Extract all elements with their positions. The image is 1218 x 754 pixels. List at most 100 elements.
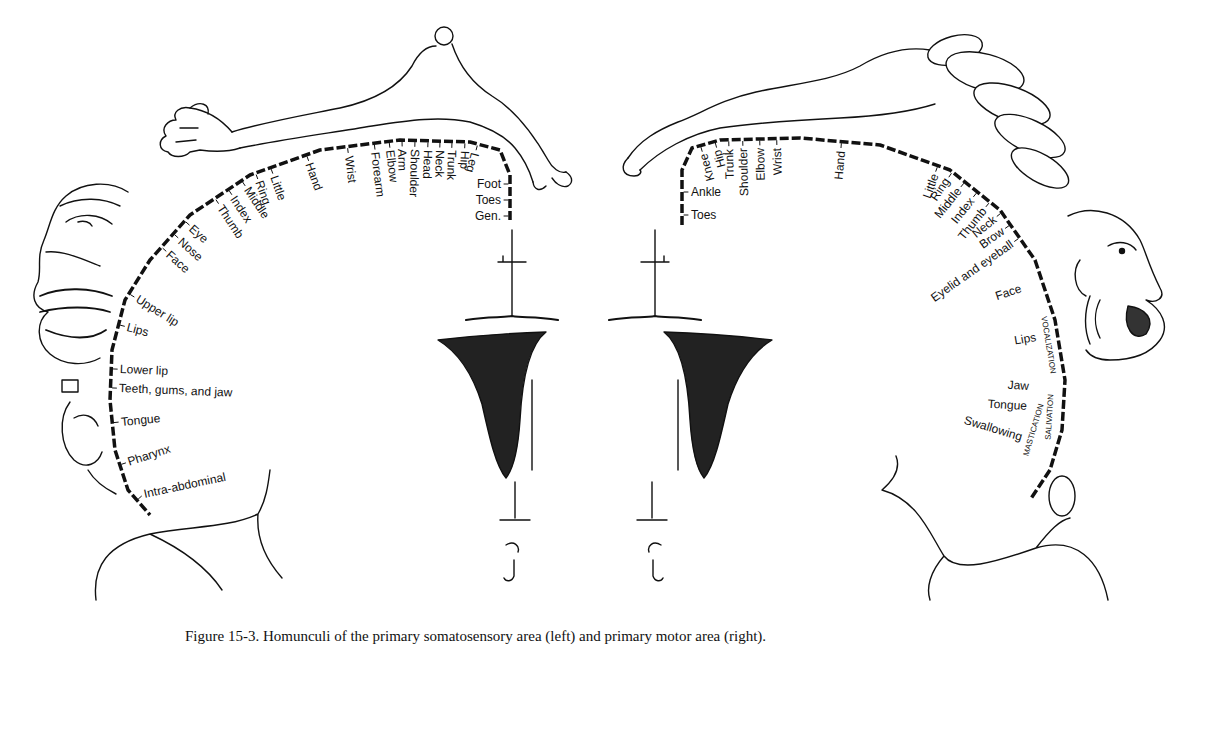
leader-tick bbox=[256, 175, 257, 179]
homunculus-foot bbox=[533, 172, 572, 189]
midline-line bbox=[500, 482, 530, 581]
homunculus-finger bbox=[1005, 140, 1074, 196]
midline-line bbox=[498, 230, 526, 316]
leader-tick bbox=[439, 143, 440, 147]
cortex-strip bbox=[682, 138, 1065, 500]
leader-tick bbox=[961, 183, 963, 186]
leader-tick bbox=[243, 182, 245, 185]
body-part-label: Neck bbox=[433, 150, 446, 178]
leader-tick bbox=[997, 214, 1000, 217]
leader-tick bbox=[684, 215, 688, 216]
body-part-label: Head bbox=[421, 150, 434, 179]
leader-tick bbox=[684, 192, 688, 193]
leader-tick bbox=[131, 295, 134, 297]
body-part-label: Teeth, gums, and jaw bbox=[119, 382, 233, 399]
septum-line bbox=[677, 380, 678, 470]
homunculus-body bbox=[640, 104, 935, 170]
body-part-label: Intra-abdominal bbox=[142, 471, 226, 500]
midline-line bbox=[641, 230, 669, 316]
homunculus-brow bbox=[60, 199, 120, 206]
homunculus-fingers bbox=[176, 104, 208, 142]
body-part-label: Wrist bbox=[343, 155, 358, 183]
homunculus-lips bbox=[40, 289, 112, 337]
homunculus-hand bbox=[160, 108, 240, 157]
body-part-label: Lower lip bbox=[120, 363, 168, 377]
leader-tick bbox=[216, 200, 218, 203]
homunculus-teeth bbox=[62, 380, 78, 392]
leader-tick bbox=[113, 368, 117, 369]
leader-tick bbox=[414, 142, 415, 146]
leader-tick bbox=[504, 184, 508, 185]
leader-tick bbox=[476, 146, 477, 150]
leader-tick bbox=[742, 141, 743, 145]
leader-tick bbox=[121, 325, 125, 326]
body-part-label: Shoulder bbox=[737, 148, 750, 196]
body-part-label: Trunk bbox=[445, 150, 458, 181]
body-part-label: Gen. bbox=[475, 210, 501, 222]
body-part-label: Lips bbox=[1013, 331, 1037, 346]
body-part-label: Hip bbox=[458, 151, 471, 170]
body-part-label: Trunk bbox=[723, 149, 736, 180]
leader-tick bbox=[402, 142, 403, 146]
body-part-label: Swallowing bbox=[963, 414, 1024, 443]
function-label: SALIVATION bbox=[1044, 394, 1055, 440]
body-part-label: Elbow bbox=[754, 148, 767, 181]
homunculus-body bbox=[232, 46, 436, 132]
leader-tick bbox=[114, 422, 118, 423]
homunculus-pharynx bbox=[88, 470, 116, 494]
leader-tick bbox=[229, 191, 231, 194]
body-part-label: Hand bbox=[304, 161, 325, 192]
body-part-label: Shoulder bbox=[407, 149, 420, 197]
leader-tick bbox=[347, 149, 348, 153]
midline-line bbox=[637, 482, 667, 581]
brain-outline bbox=[882, 456, 1108, 600]
homunculus-cheek bbox=[1086, 296, 1101, 344]
leader-tick bbox=[841, 144, 842, 148]
lateral-ventricle bbox=[438, 332, 546, 478]
leader-tick bbox=[1005, 226, 1008, 228]
homunculus-face bbox=[34, 184, 128, 363]
body-part-label: Toes bbox=[476, 194, 501, 206]
homunculus-foot bbox=[623, 158, 641, 176]
homunculus-pupil bbox=[1120, 249, 1125, 254]
leader-tick bbox=[464, 144, 465, 148]
homunculus-mouth bbox=[1126, 306, 1150, 336]
leader-tick bbox=[504, 216, 508, 217]
leader-tick bbox=[1015, 239, 1018, 241]
leader-tick bbox=[974, 193, 976, 196]
leader-tick bbox=[776, 141, 777, 145]
leader-tick bbox=[374, 145, 375, 149]
septum-line bbox=[531, 380, 532, 470]
leader-tick bbox=[112, 387, 116, 388]
leader-tick bbox=[504, 200, 508, 201]
leader-tick bbox=[451, 143, 452, 147]
body-part-label: Foot bbox=[477, 178, 501, 190]
homunculus-face bbox=[1068, 211, 1164, 360]
body-part-label: Tongue bbox=[121, 412, 161, 428]
leader-tick bbox=[986, 203, 988, 206]
figure-caption: Figure 15-3. Homunculi of the primary so… bbox=[185, 627, 995, 646]
body-part-label: Toes bbox=[691, 209, 716, 221]
midline-structure bbox=[609, 230, 701, 581]
homunculus-nose bbox=[46, 252, 100, 266]
leader-tick bbox=[163, 248, 166, 251]
body-part-label: Tongue bbox=[988, 397, 1028, 411]
homunculus-tongue bbox=[62, 402, 102, 465]
body-part-label: Jaw bbox=[1007, 378, 1029, 391]
leader-tick bbox=[715, 143, 716, 147]
corpus-callosum bbox=[466, 316, 558, 320]
body-part-label: Wrist bbox=[771, 147, 784, 174]
corpus-callosum bbox=[609, 316, 701, 320]
leader-tick bbox=[949, 174, 951, 177]
leader-tick bbox=[122, 463, 126, 464]
leader-tick bbox=[427, 143, 428, 147]
cortex-strip bbox=[110, 140, 510, 515]
leader-tick bbox=[186, 222, 189, 225]
leader-tick bbox=[271, 169, 272, 173]
leader-tick bbox=[759, 141, 760, 145]
leader-tick bbox=[175, 235, 178, 238]
body-part-label: Face bbox=[994, 282, 1023, 302]
brain-outline bbox=[95, 470, 282, 600]
homunculus-tongue bbox=[1049, 476, 1075, 516]
homunculus-head bbox=[435, 27, 453, 45]
